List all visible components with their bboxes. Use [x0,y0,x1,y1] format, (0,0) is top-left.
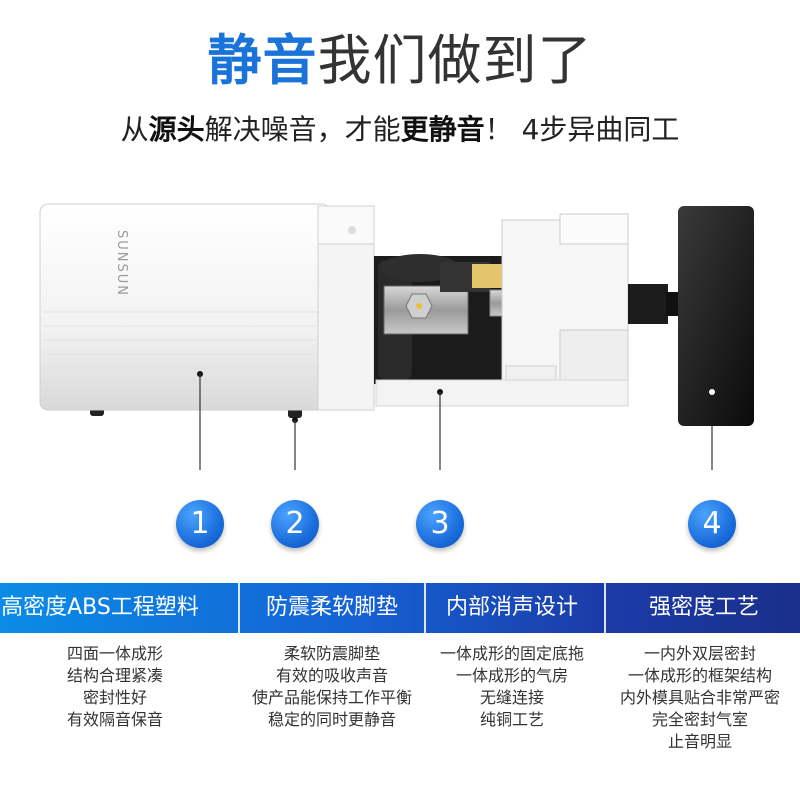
feature-line: 使产品能保持工作平衡 [251,688,412,707]
feature-title-2: 防震柔软脚垫 [265,595,398,620]
subline-bold-2: 更静音 [400,113,485,146]
feature-line: 止音明显 [667,732,732,751]
feature-desc-4: 一内外双层密封 一体成形的框架结构 内外模具贴合非常严密 完全密封气室 止音明显 [600,643,800,753]
headline: 静音我们做到了 [0,26,800,96]
air-pump-exploded-illustration: SUNSUN [39,203,754,470]
end-cap [678,206,754,426]
subline-text-3: ！ 4步异曲同工 [484,113,680,146]
internal-mechanism [374,254,504,384]
marker-1: 1 [176,500,224,548]
subline-text-2: 解决噪音，才能 [204,113,401,146]
brand-logo: SUNSUN [114,230,129,297]
feature-line: 有效的吸收声音 [275,666,388,685]
feature-title-3: 内部消声设计 [445,595,578,620]
subheadline: 从源头解决噪音，才能更静音！ 4步异曲同工 [0,110,800,150]
feature-line: 有效隔音保音 [66,710,163,729]
marker-4: 4 [688,500,736,548]
feature-line: 稳定的同时更静音 [267,710,396,729]
pump-case [39,203,375,411]
feature-title-1: 高密度ABS工程塑料 [1,595,199,620]
headline-accent: 静音 [207,29,318,92]
feature-line: 一体成形的固定底拖 [439,644,584,663]
feature-line: 四面一体成形 [66,644,163,663]
feature-line: 完全密封气室 [651,710,748,729]
subline-text-1: 从 [120,113,149,146]
feature-title-4: 强密度工艺 [648,595,759,620]
feature-line: 柔软防震脚垫 [283,644,380,663]
shaft-nut [628,284,668,324]
feature-desc-1: 四面一体成形 结构合理紧凑 密封性好 有效隔音保音 [15,643,215,731]
feature-desc-3: 一体成形的固定底拖 一体成形的气房 无缝连接 纯铜工艺 [412,643,612,731]
leader-dot-4 [709,389,715,395]
feature-line: 一体成形的框架结构 [627,666,772,685]
inner-frame [375,213,629,407]
subline-bold-1: 源头 [148,113,205,146]
feature-title-bar: 高密度ABS工程塑料 防震柔软脚垫 内部消声设计 强密度工艺 [0,583,800,633]
feature-line: 一体成形的气房 [455,666,568,685]
marker-3: 3 [416,500,464,548]
headline-rest: 我们做到了 [317,29,593,92]
feature-line: 内外模具贴合非常严密 [619,688,780,707]
feature-line: 一内外双层密封 [643,644,756,663]
feature-line: 纯铜工艺 [479,710,544,729]
feature-line: 结构合理紧凑 [66,666,163,685]
marker-2: 2 [271,500,319,548]
feature-line: 无缝连接 [479,688,544,707]
feature-desc-2: 柔软防震脚垫 有效的吸收声音 使产品能保持工作平衡 稳定的同时更静音 [232,643,432,731]
feature-line: 密封性好 [82,688,147,707]
